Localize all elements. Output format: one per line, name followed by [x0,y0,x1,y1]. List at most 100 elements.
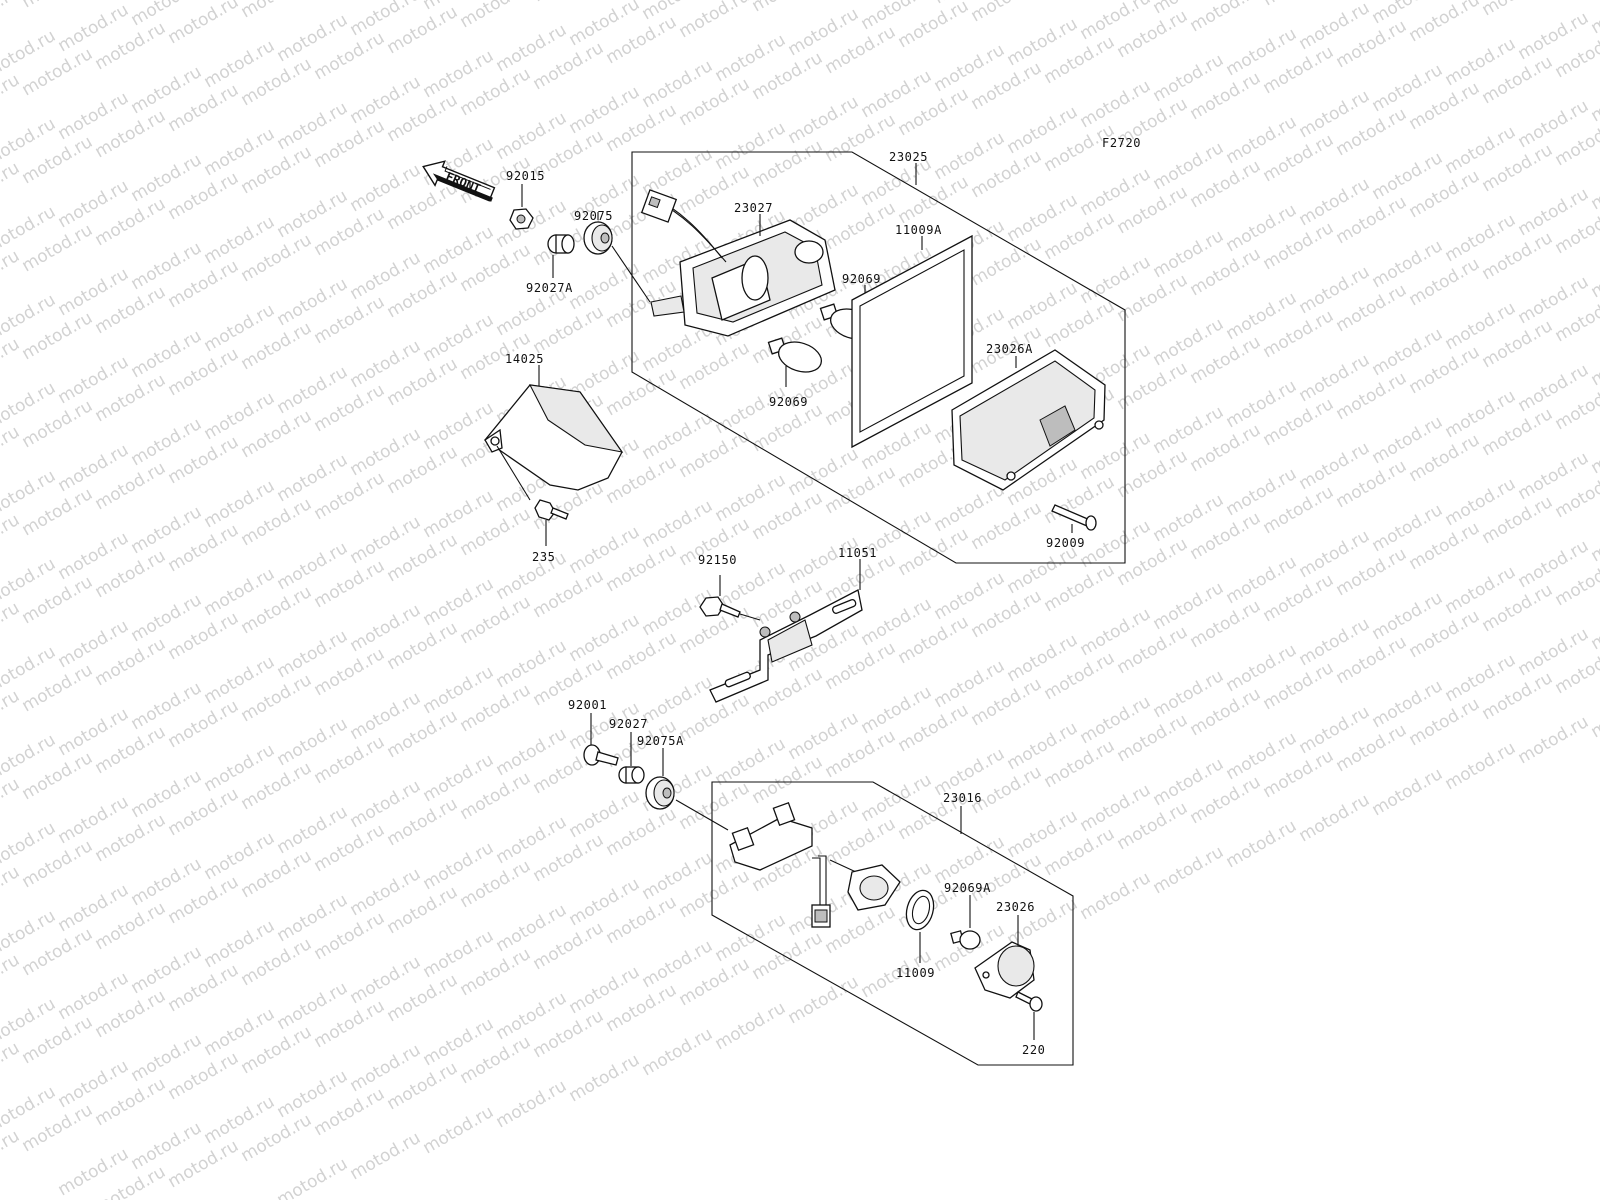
part-92027-collar[interactable] [618,766,645,784]
part-label-92001: 92001 [568,698,607,712]
watermark-text: motod.ru [0,70,23,126]
watermark-text: motod.ru [0,1126,23,1182]
part-label-11009: 11009 [896,966,935,980]
part-11009-gasket[interactable] [902,887,937,932]
part-11009A-gasket[interactable] [851,234,973,449]
watermark-text: motod.ru [968,0,1046,26]
watermark-text: motod.ru [420,1102,498,1158]
watermark-text: motod.ru [0,0,23,38]
watermark-text: motod.ru [749,0,827,16]
license-lamp-assembly-boundary [711,781,1074,1066]
part-92015-nut[interactable] [509,208,534,230]
part-label-23025: 23025 [889,150,928,164]
watermark-text: motod.ru [0,422,23,478]
watermark-text: motod.ru [1223,816,1301,872]
part-11051-bracket[interactable] [709,589,863,703]
watermark-text: motod.ru [347,1128,425,1184]
watermark-text: motod.ru [1442,738,1520,794]
part-92009-screw[interactable] [1051,504,1097,531]
part-92001-bolt[interactable] [583,744,619,766]
watermark-text: motod.ru [238,0,316,22]
watermark-text: motod.ru [457,0,535,32]
watermark-text: motod.ru [0,686,23,742]
part-14025-cover[interactable] [484,384,624,491]
watermark-text: motod.ru [0,774,23,830]
part-license-lamp-bracket[interactable] [729,801,857,928]
part-92150-bolt[interactable] [699,596,741,618]
watermark-text: motod.ru [0,598,23,654]
part-label-92069-bottom: 92069 [769,395,808,409]
watermark-text: motod.ru [1479,0,1557,20]
watermark-text: motod.ru [1588,158,1600,214]
dash-92150-to-bracket [739,613,761,621]
part-label-92069A: 92069A [944,881,991,895]
part-92027A-collar[interactable] [547,234,575,254]
part-220-screw[interactable] [1015,991,1043,1012]
watermark-text: motod.ru [1077,868,1155,924]
watermark-text: motod.ru [0,1038,23,1094]
part-92075A-grommet[interactable] [645,776,675,810]
watermark-text: motod.ru [274,1154,352,1200]
watermark-text: motod.ru [0,158,23,214]
watermark-text: motod.ru [1150,842,1228,898]
part-label-220: 220 [1022,1043,1045,1057]
figure-code: F2720 [1102,136,1141,150]
part-23026A-lens[interactable] [951,349,1106,491]
watermark-text: motod.ru [0,334,23,390]
part-label-92150: 92150 [698,553,737,567]
part-92069A-bulb[interactable] [950,930,981,950]
part-92069-bulb-bottom[interactable] [767,337,825,377]
part-23026-lens[interactable] [974,941,1035,999]
watermark-text: motod.ru [0,950,23,1006]
part-label-235: 235 [532,550,555,564]
watermark-text: motod.ru [1515,712,1593,768]
part-235-bolt[interactable] [534,499,569,521]
part-label-92027A: 92027A [526,281,573,295]
dash-14025-to-235 [496,445,531,501]
watermark-text: motod.ru [1588,246,1600,302]
watermark-text: motod.ru [1588,422,1600,478]
dash-92075A-to-bracket [675,799,729,831]
watermark-text: motod.ru [1296,790,1374,846]
dash-92075-to-housing [611,245,651,303]
part-label-92015: 92015 [506,169,545,183]
watermark-text: motod.ru [0,246,23,302]
part-label-92027: 92027 [609,717,648,731]
watermark-text: motod.ru [1406,0,1484,46]
watermark-text: motod.ru [712,998,790,1054]
part-label-23026: 23026 [996,900,1035,914]
part-label-14025: 14025 [505,352,544,366]
watermark-text: motod.ru [1588,70,1600,126]
watermark-text: motod.ru [1588,598,1600,654]
watermark-text: motod.ru [1369,764,1447,820]
watermark-text: motod.ru [676,0,754,42]
watermark-text: motod.ru [639,1024,717,1080]
watermark-text: motod.ru [1588,510,1600,566]
part-label-92069-top: 92069 [842,272,881,286]
part-label-23026A: 23026A [986,342,1033,356]
watermark-text: motod.ru [1588,0,1600,38]
part-23027-lamp-housing[interactable] [640,189,836,337]
part-label-92009: 92009 [1046,536,1085,550]
part-92075-grommet[interactable] [583,221,613,255]
part-label-92075A: 92075A [637,734,684,748]
part-label-23027: 23027 [734,201,773,215]
part-label-11009A: 11009A [895,223,942,237]
watermark-text: motod.ru [0,510,23,566]
part-label-92075: 92075 [574,209,613,223]
part-label-11051: 11051 [838,546,877,560]
watermark-text: motod.ru [1588,686,1600,742]
watermark-text: motod.ru [493,1076,571,1132]
watermark-text: motod.ru [566,1050,644,1106]
tail-lamp-assembly-boundary [631,151,1126,564]
watermark-text: motod.ru [785,972,863,1028]
watermark-text: motod.ru [530,0,608,6]
watermark-text: motod.ru [1260,0,1338,10]
watermark-text: motod.ru [1187,0,1265,36]
watermark-text: motod.ru [19,0,97,12]
watermark-text: motod.ru [1588,334,1600,390]
part-license-lamp-base[interactable] [847,864,901,911]
part-label-23016: 23016 [943,791,982,805]
